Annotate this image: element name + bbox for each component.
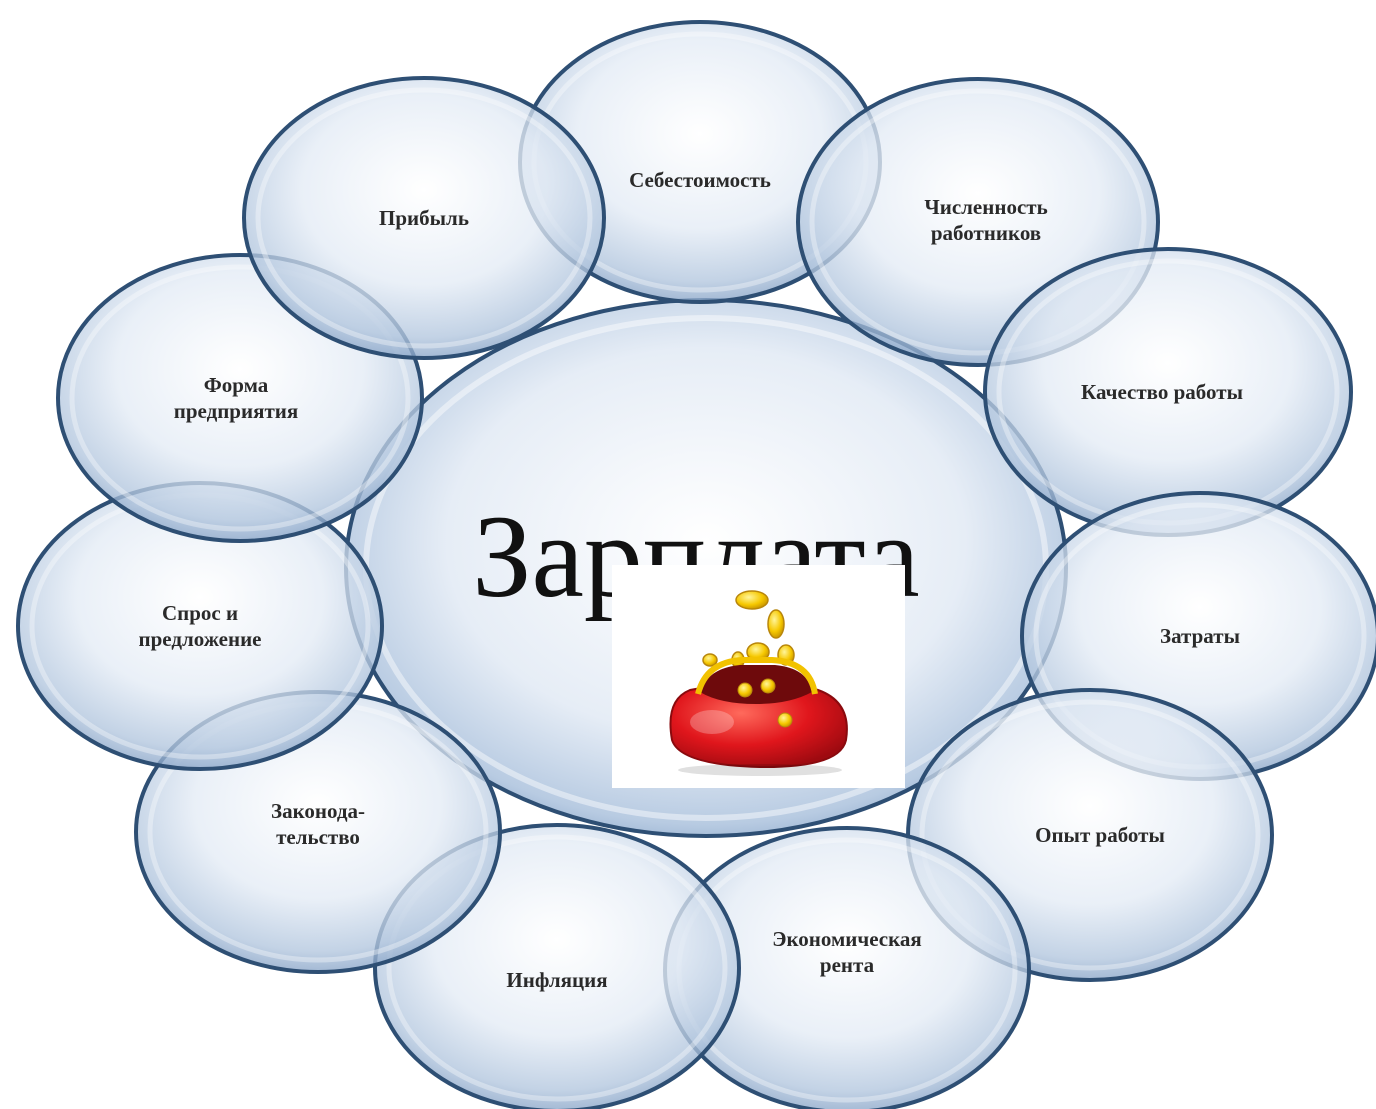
factor-label-line: рента [820,953,875,977]
factor-bubble-sebestoimost: Себестоимость [518,20,882,304]
factor-bubble-highlight [255,87,593,349]
factor-label-line: тельство [276,825,360,849]
factor-label-zatraty: Затраты [1160,624,1240,648]
factor-bubble-highlight [69,264,411,532]
factor-label-line: Законода- [271,799,365,823]
factor-label-line: предложение [139,627,262,651]
factor-bubble-shape [242,76,606,360]
factor-bubble-highlight [386,834,728,1102]
factor-bubble-highlight [809,88,1147,356]
factor-label-line: Качество работы [1081,380,1243,404]
factor-bubble-pribyl: Прибыль [242,76,606,360]
factor-label-line: Прибыль [379,206,469,230]
coin-purse-icon [612,565,905,788]
factor-label-line: Численность [924,195,1047,219]
factor-label-line: Форма [204,373,269,397]
factor-bubble-kachestvo: Качество работы [983,247,1353,537]
factor-label-kachestvo: Качество работы [1081,380,1243,404]
factor-label-inflyaciya: Инфляция [506,968,607,992]
factor-label-pribyl: Прибыль [379,206,469,230]
factor-label-line: Инфляция [506,968,607,992]
factor-label-line: Спрос и [162,601,238,625]
factor-label-line: Опыт работы [1035,823,1165,847]
factor-label-zakonodatelstvo: Законода-тельство [271,799,365,849]
factor-label-line: Затраты [1160,624,1240,648]
factor-label-sebestoimost: Себестоимость [629,168,771,192]
factor-label-line: Себестоимость [629,168,771,192]
factor-label-line: Экономическая [772,927,922,951]
factor-bubble-highlight [919,699,1261,971]
factor-label-line: предприятия [174,399,298,423]
factor-label-line: работников [931,221,1041,245]
factor-label-opyt: Опыт работы [1035,823,1165,847]
